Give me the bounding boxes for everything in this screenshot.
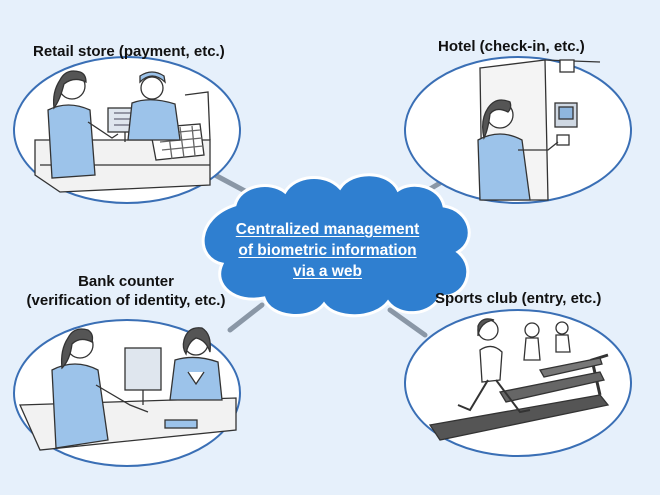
runner-2-head (524, 322, 540, 338)
scene-hotel (404, 56, 632, 204)
retail-label: Retail store (payment, etc.) (33, 43, 225, 60)
connector-sports (387, 307, 428, 338)
center-caption: Centralized management of biometric info… (205, 219, 450, 282)
center-line-2: of biometric information (238, 242, 417, 259)
treadmill-2 (498, 371, 605, 403)
center-line-1: Centralized management (235, 221, 420, 238)
cloud-shape (201, 173, 471, 318)
id-reader (164, 419, 198, 429)
bank-label-line1: Bank counter (78, 273, 174, 290)
cashier-body (127, 99, 181, 141)
scene-retail (13, 56, 241, 204)
customer-bank-body (51, 363, 109, 449)
bank-monitor (124, 347, 162, 391)
sports-label: Sports club (entry, etc.) (435, 290, 602, 307)
center-line-3: via a web (293, 263, 362, 280)
scene-sports (404, 309, 632, 457)
runner-1-body (479, 345, 503, 383)
runner-3-head (555, 321, 569, 335)
bank-label-line2: (verification of identity, etc.) (26, 292, 226, 309)
central-cloud (201, 173, 471, 318)
scene-bank (13, 319, 241, 467)
cashier-head (140, 76, 164, 100)
bank-label: Bank counter (verification of identity, … (8, 272, 244, 310)
treadmill-1 (428, 394, 610, 441)
hotel-label: Hotel (check-in, etc.) (438, 38, 585, 55)
connector-bank (227, 302, 265, 333)
treadmill-3 (538, 357, 603, 378)
guest-body (477, 133, 531, 201)
customer-body (47, 104, 96, 179)
